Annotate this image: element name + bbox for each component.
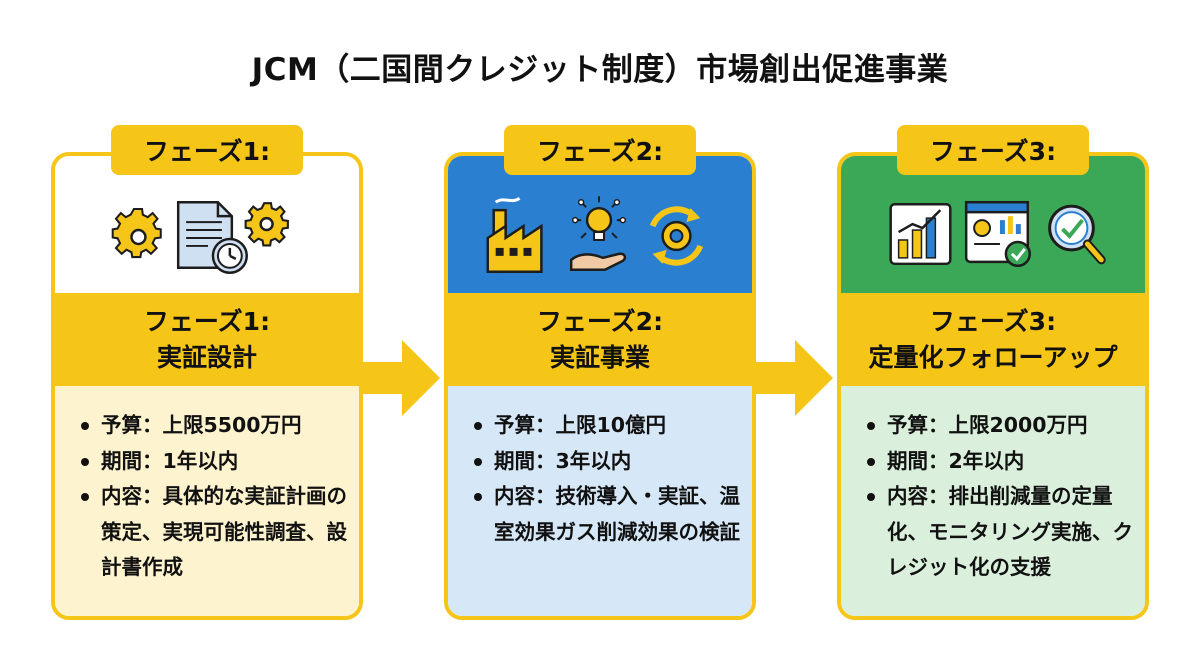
gear-cycle-icon [649,206,704,266]
phase-3-details: 予算：上限2000万円 期間：2年以内 内容：排出削減量の定量化、モニタリング実… [841,386,1145,616]
factory-icon [486,196,543,274]
phase-1-content: 内容：具体的な実証計画の策定、実現可能性調査、設計書作成 [79,479,351,586]
phase-2-tab: フェーズ2: [504,125,696,175]
phase-2-icons [486,196,704,274]
phase-3-content: 内容：排出削減量の定量化、モニタリング実施、クレジット化の支援 [865,479,1137,586]
arrow-right-icon [753,340,833,416]
phase-2-heading-line2: 実証事業 [549,342,650,372]
phase-1-period: 期間：1年以内 [79,444,351,480]
phase-3-period: 期間：2年以内 [865,444,1137,480]
document-clock-icon [176,200,248,274]
lightbulb-hand-icon [569,196,627,272]
phase-1-icons [111,200,289,274]
phase-2-content: 内容：技術導入・実証、温室効果ガス削減効果の検証 [472,479,744,550]
arrow-right-icon [360,340,440,416]
phase-1-heading-line2: 実証設計 [156,342,257,372]
phase-3-heading-line2: 定量化フォローアップ [868,342,1118,372]
phase-1-budget: 予算：上限5500万円 [79,408,351,444]
gear-icon [244,202,289,247]
phase-1-heading: フェーズ1: 実証設計 [55,293,359,386]
phase-2-details: 予算：上限10億円 期間：3年以内 内容：技術導入・実証、温室効果ガス削減効果の… [448,386,752,616]
dashboard-check-icon [964,200,1031,268]
page-title: JCM（二国間クレジット制度）市場創出促進事業 [251,52,949,88]
phase-2-period: 期間：3年以内 [472,444,744,480]
phase-1-card: フェーズ1: 実証設計 予算：上限5500万円 期間：1年以内 内容：具体的な実… [51,152,363,620]
phase-3-card: フェーズ3: 定量化フォローアップ 予算：上限2000万円 期間：2年以内 内容… [837,152,1149,620]
gear-icon [111,207,162,259]
phase-3-icon-area [841,156,1145,293]
phase-2-icon-area [448,156,752,293]
phase-3-budget: 予算：上限2000万円 [865,408,1137,444]
phase-1-details: 予算：上限5500万円 期間：1年以内 内容：具体的な実証計画の策定、実現可能性… [55,386,359,616]
phase-2-heading-line1: フェーズ2: [536,306,664,336]
phase-1-icon-area [55,156,359,293]
phase-2-card: フェーズ2: 実証事業 予算：上限10億円 期間：3年以内 内容：技術導入・実証… [444,152,756,620]
phase-2-budget: 予算：上限10億円 [472,408,744,444]
magnifier-check-icon [1048,204,1106,265]
phase-2-heading: フェーズ2: 実証事業 [448,293,752,386]
phase-3-tab: フェーズ3: [897,125,1089,175]
phase-3-icons [889,200,1106,268]
phase-3-heading-line1: フェーズ3: [929,306,1057,336]
bar-chart-icon [889,202,952,266]
phase-3-heading: フェーズ3: 定量化フォローアップ [841,293,1145,386]
phase-1-tab: フェーズ1: [111,125,303,175]
phase-1-heading-line1: フェーズ1: [143,306,271,336]
